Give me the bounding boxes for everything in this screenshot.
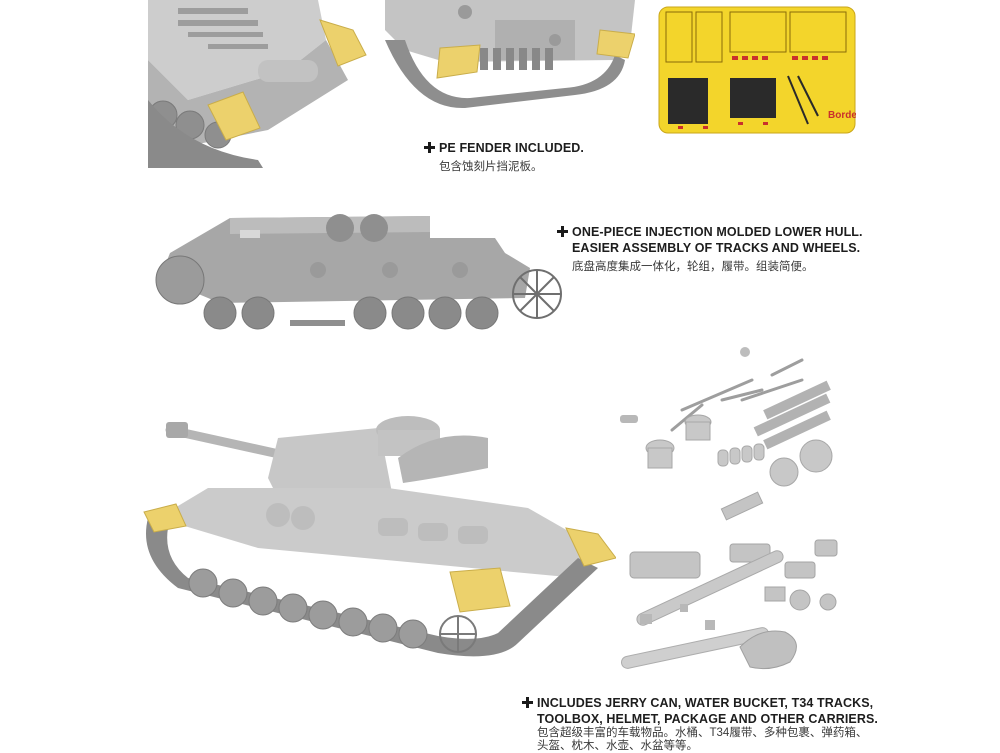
tank-fender-pe-front-left <box>449 567 511 613</box>
feature-accessories: INCLUDES JERRY CAN, WATER BUCKET, T34 TR… <box>522 695 878 753</box>
feature-pe-fender: PE FENDER INCLUDED. 包含蚀刻片挡泥板。 <box>424 140 584 175</box>
front-fender-closeup-image <box>385 0 635 118</box>
feature-lower-hull-cn: 底盘高度集成一体化，轮组，履带。组装简便。 <box>572 261 814 273</box>
feature-accessories-title-2: TOOLBOX, HELMET, PACKAGE AND OTHER CARRI… <box>537 712 878 726</box>
tank-fender-pe-front-right <box>565 527 616 567</box>
photo-etch-sheet: Border <box>658 6 856 134</box>
front-fender-pe-right <box>596 29 635 59</box>
feature-accessories-title-1: INCLUDES JERRY CAN, WATER BUCKET, T34 TR… <box>537 696 874 710</box>
feature-accessories-cn-2: 头盔、枕木、水壶、水盆等等。 <box>537 740 698 752</box>
front-fender-pe-left <box>436 44 481 79</box>
feature-lower-hull: ONE-PIECE INJECTION MOLDED LOWER HULL. E… <box>557 224 863 275</box>
accessories-parts-image-top <box>612 340 860 522</box>
tank-fender-pe-rear <box>143 503 187 533</box>
plus-bullet-icon <box>522 697 533 708</box>
feature-lower-hull-title-1: ONE-PIECE INJECTION MOLDED LOWER HULL. <box>572 225 863 239</box>
pe-brand-logo: Border <box>828 110 856 121</box>
rear-fender-pe-right <box>319 19 367 67</box>
lower-hull-image <box>140 208 565 336</box>
feature-pe-fender-title: PE FENDER INCLUDED. <box>439 141 584 155</box>
rear-fender-pe-left <box>207 91 261 141</box>
assembled-tank-image <box>138 408 616 668</box>
accessories-parts-image-bottom <box>610 532 860 680</box>
feature-accessories-cn-1: 包含超级丰富的车载物品。水桶、T34履带、多种包裹、弹药箱、 <box>537 727 868 739</box>
plus-bullet-icon <box>557 226 568 237</box>
rear-fender-closeup-image <box>148 0 370 168</box>
plus-bullet-icon <box>424 142 435 153</box>
feature-lower-hull-title-2: EASIER ASSEMBLY OF TRACKS AND WHEELS. <box>572 241 861 255</box>
feature-pe-fender-cn: 包含蚀刻片挡泥板。 <box>439 161 543 173</box>
